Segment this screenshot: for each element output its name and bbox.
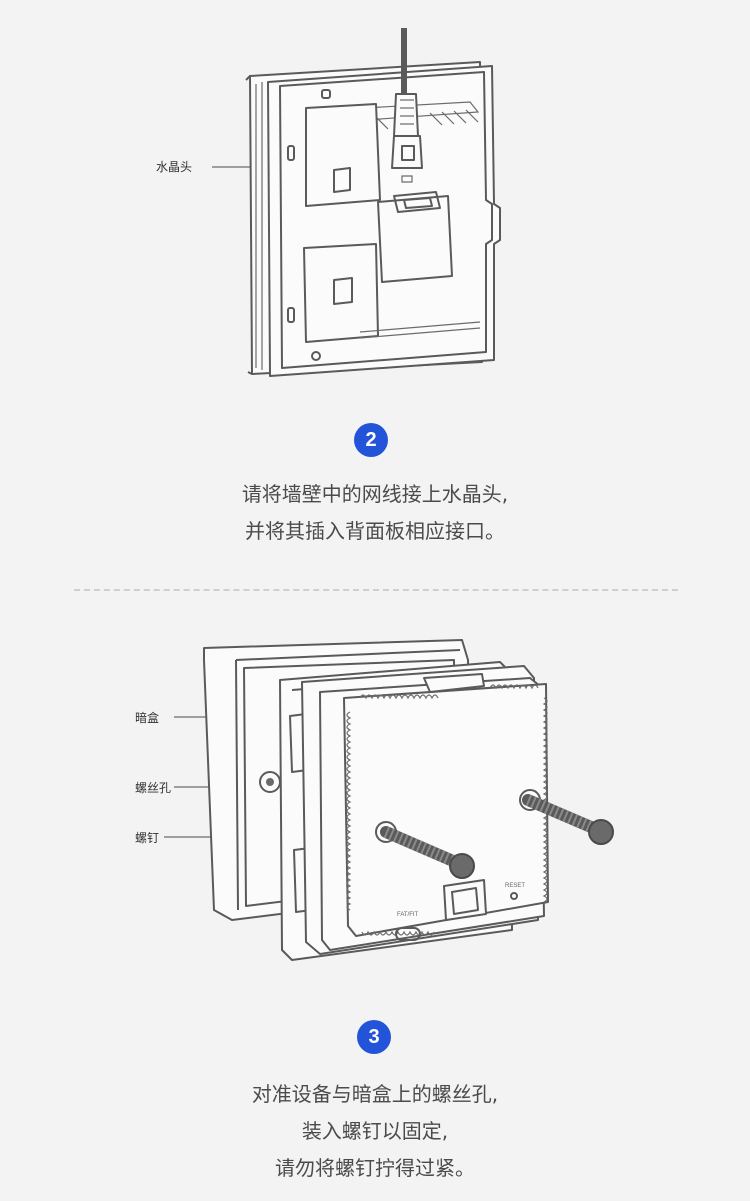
step-2-caption: 请将墙壁中的网线接上水晶头, 并将其插入背面板相应接口。 xyxy=(0,476,750,550)
lower-module xyxy=(303,243,379,343)
step2-back-panel-illustration xyxy=(212,28,501,377)
step-3-caption-line-1: 对准设备与暗盒上的螺丝孔, xyxy=(251,1082,499,1106)
screw-left xyxy=(380,826,475,879)
reset-label: RESET xyxy=(505,883,526,889)
rj45-jack xyxy=(443,879,487,921)
wall-box-callout-label: 暗盒 xyxy=(135,711,160,725)
fat-fit-label: FAT/FIT xyxy=(397,912,419,918)
screw-right xyxy=(522,794,614,845)
fat-fit-switch xyxy=(395,927,421,941)
reset-hole xyxy=(510,892,518,900)
step-2-caption-line-2: 并将其插入背面板相应接口。 xyxy=(245,519,505,543)
screw-callout-label: 螺钉 xyxy=(135,831,160,845)
step-2-caption-line-1: 请将墙壁中的网线接上水晶头, xyxy=(241,482,509,506)
screw-hole-callout-label: 螺丝孔 xyxy=(135,781,172,795)
upper-module xyxy=(305,103,381,207)
step3-mounting-illustration xyxy=(164,639,614,961)
section-divider xyxy=(74,589,678,591)
step-3-caption-line-3: 请勿将螺钉拧得过紧。 xyxy=(275,1156,475,1180)
rj45-port xyxy=(377,195,453,283)
connector-callout-label: 水晶头 xyxy=(156,160,193,174)
step-3-caption: 对准设备与暗盒上的螺丝孔, 装入螺钉以固定, 请勿将螺钉拧得过紧。 xyxy=(0,1076,750,1187)
step-3-badge: 3 xyxy=(357,1020,391,1054)
step-2-badge: 2 xyxy=(354,423,388,457)
vent-teeth xyxy=(346,684,548,936)
step-3-caption-line-2: 装入螺钉以固定, xyxy=(301,1119,449,1143)
